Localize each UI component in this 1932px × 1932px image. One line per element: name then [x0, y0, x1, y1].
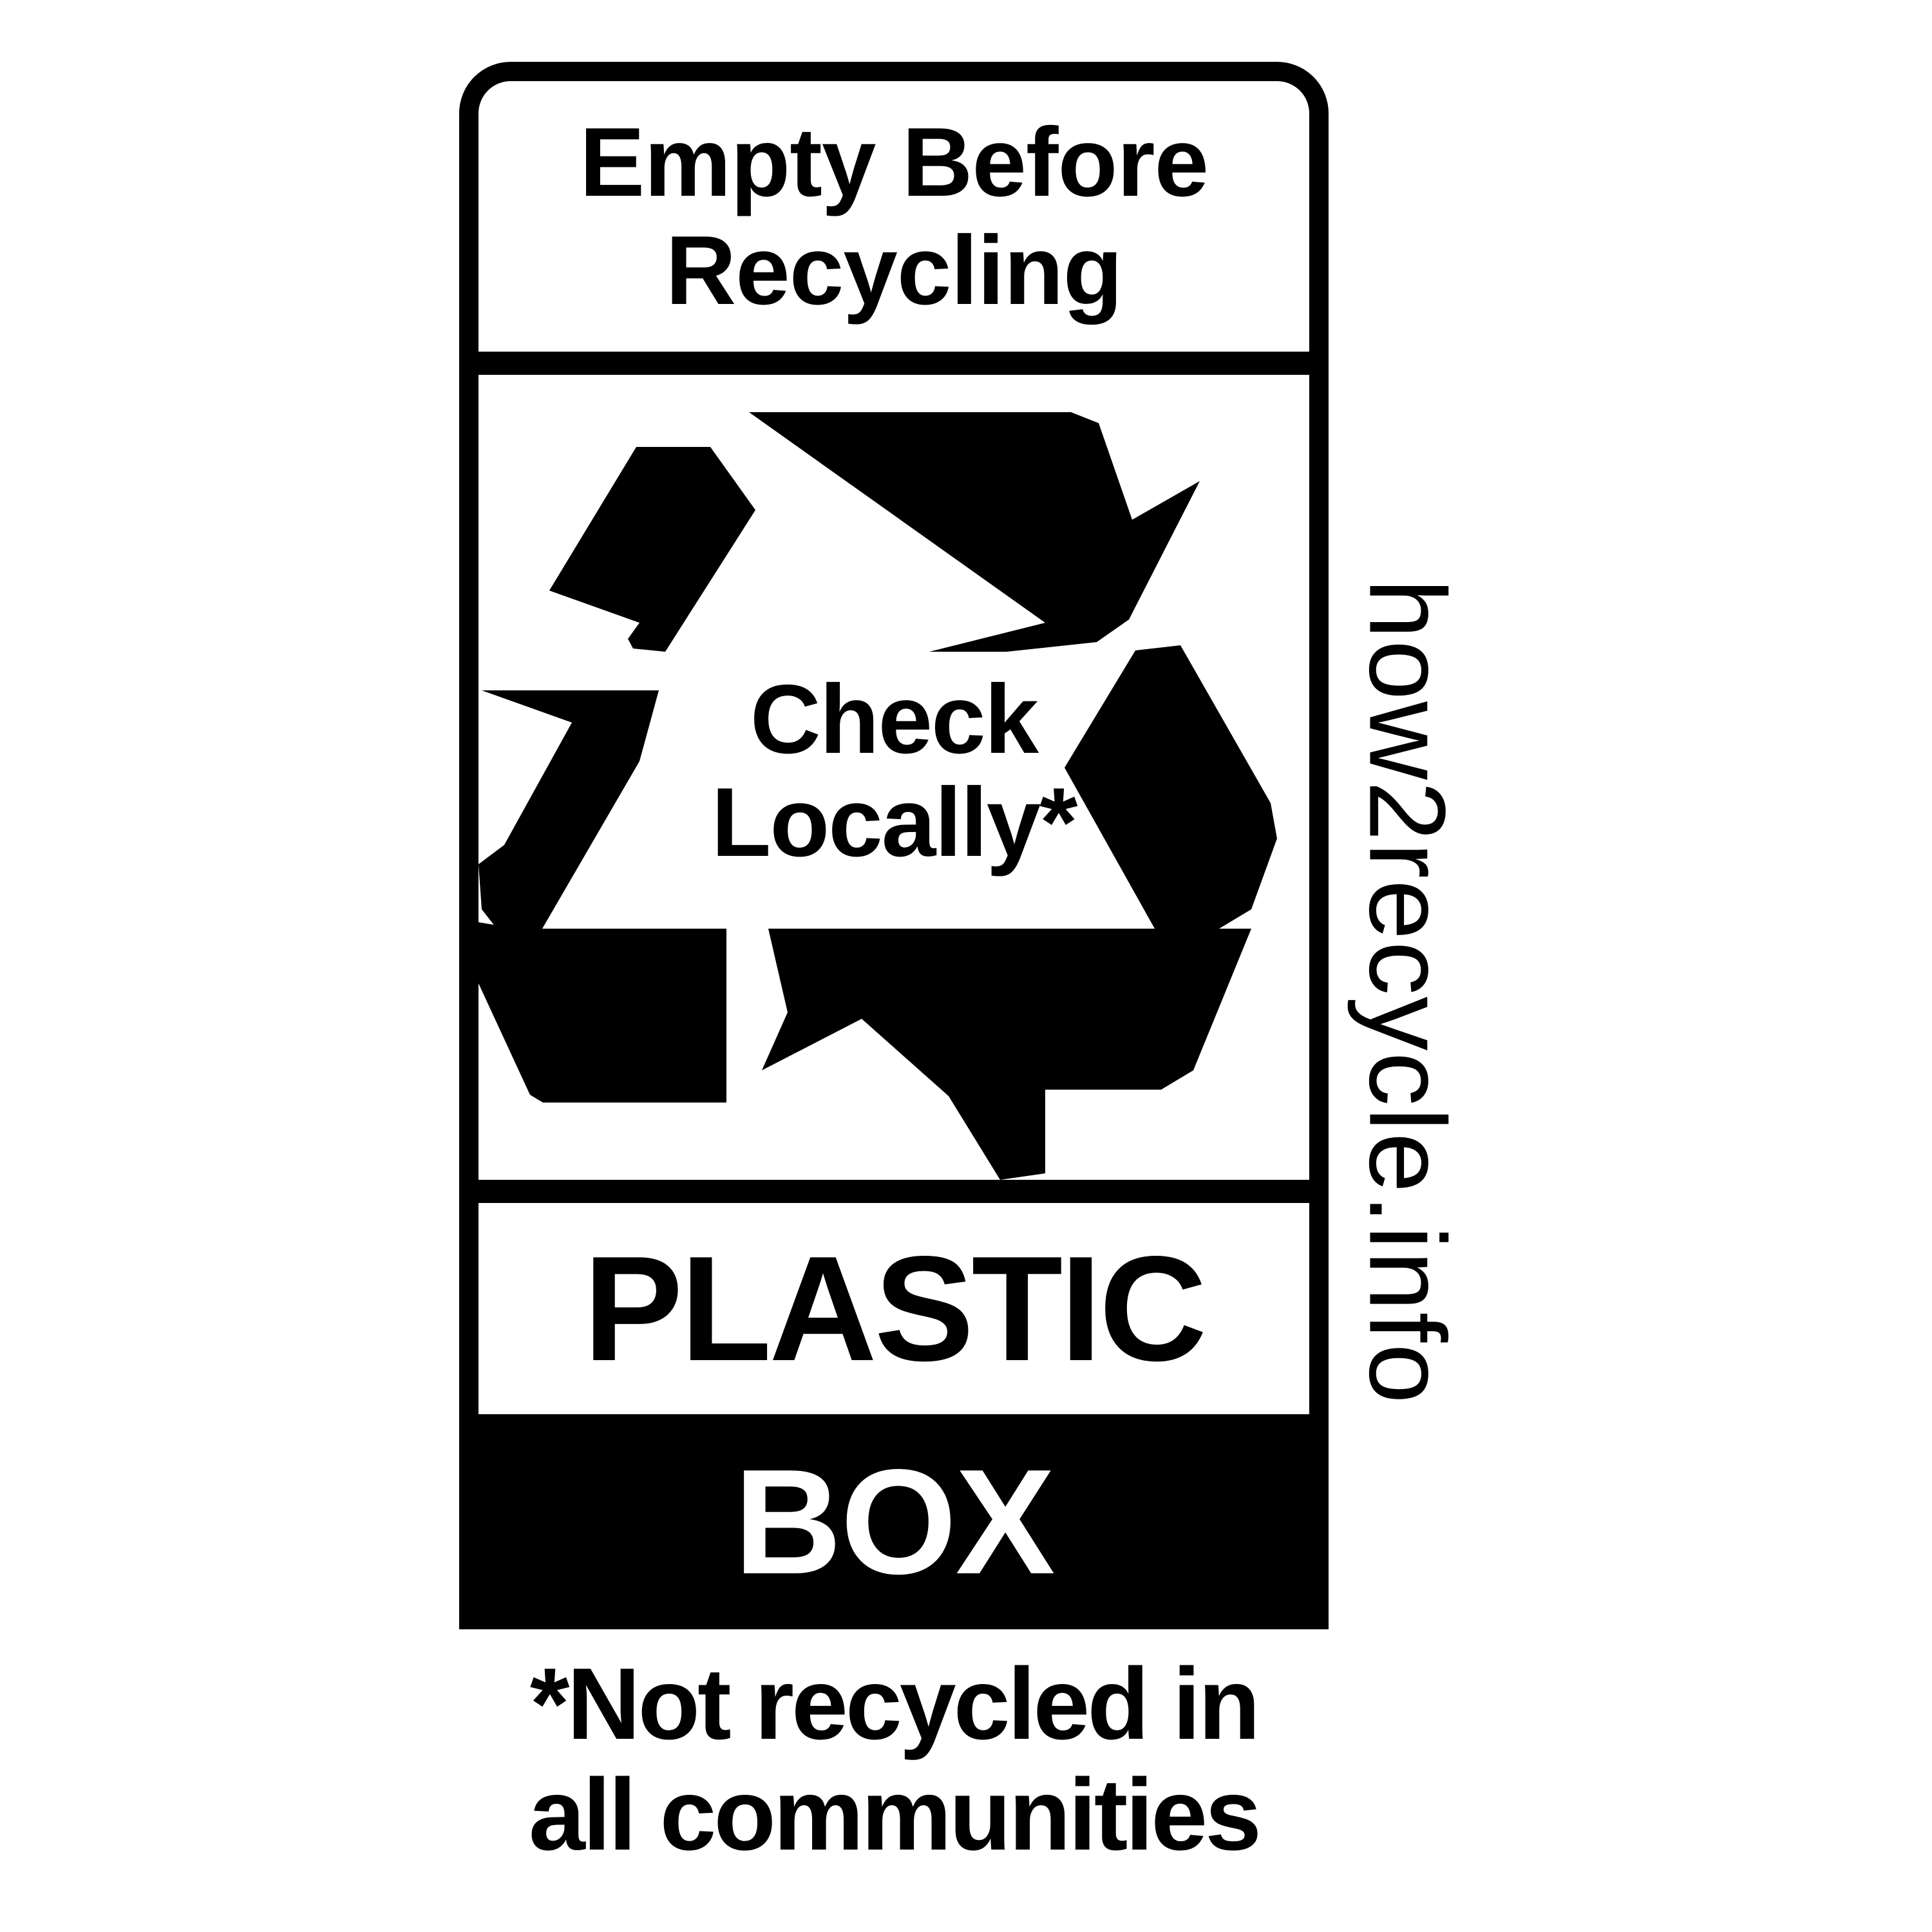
arrow-left [478, 690, 659, 961]
divider-top [459, 352, 1329, 375]
center-text-box: Check Locally* [478, 375, 1309, 1180]
recycle-arrows-icon [478, 412, 1277, 1180]
arrow-top-left [549, 447, 755, 652]
center-text-line1: Check [750, 665, 1039, 774]
footnote-text: *Not recycled in all communities [528, 1647, 1262, 1871]
website-text[interactable]: how2recycle.info [1347, 578, 1468, 1405]
component-label: BOX [459, 1414, 1329, 1629]
arrow-right [1065, 645, 1277, 929]
arrow-bottom-right [762, 929, 1251, 1180]
divider-middle [459, 1180, 1329, 1203]
center-text: Check Locally* [711, 665, 1078, 877]
website-text-wrap: how2recycle.info [1343, 361, 1472, 1623]
center-text-line2: Locally* [711, 768, 1078, 877]
center-text-wrap: Check Locally* [478, 375, 1309, 1180]
arrow-bottom-left [478, 922, 726, 1103]
arrow-top-right [723, 412, 1200, 652]
instruction-text: Empty Before Recycling [579, 108, 1209, 325]
material-label: PLASTIC [478, 1203, 1309, 1414]
